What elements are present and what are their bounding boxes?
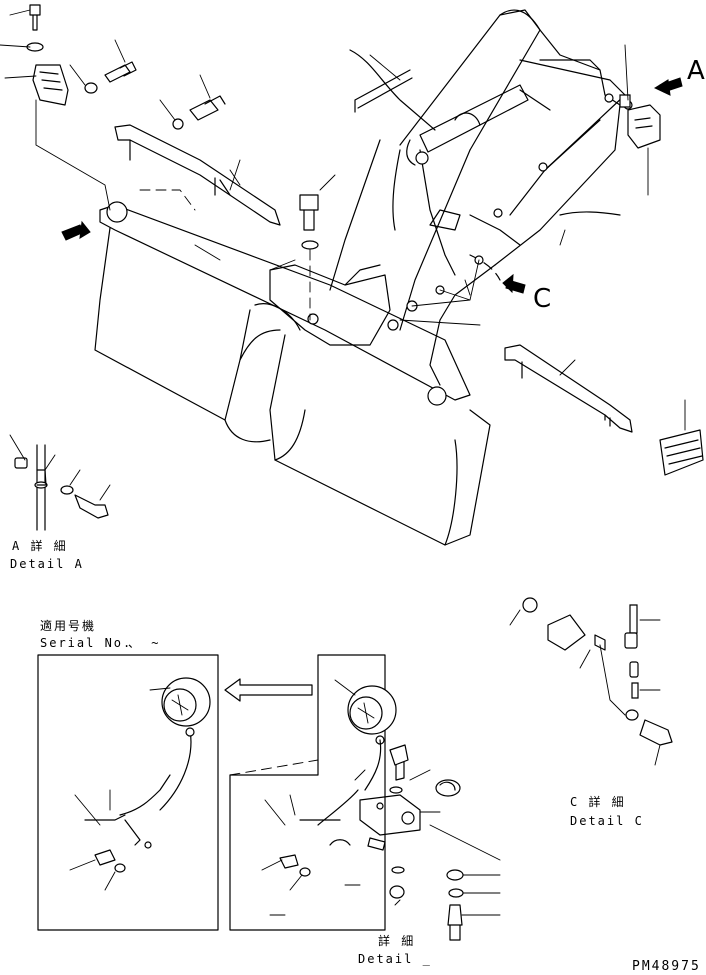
view-a-marker: A <box>687 56 705 86</box>
guard-bottom-right <box>660 400 703 475</box>
detail-bottom-title-jp: 詳 細 <box>378 934 416 948</box>
view-arrow-left <box>62 222 90 240</box>
drawing-number: PM48975 <box>632 959 701 974</box>
dash-connections <box>140 190 318 775</box>
handle-top <box>355 55 412 112</box>
bolt-center <box>300 175 335 320</box>
bolt-washer-upper <box>160 75 225 129</box>
frame-fixtures <box>412 94 632 306</box>
view-arrow-c <box>503 275 525 293</box>
detail-c-drawing <box>510 598 672 765</box>
lift-frame <box>330 10 625 385</box>
serial-title-jp: 適用号機 <box>40 619 97 633</box>
grab-rail-right <box>505 345 632 432</box>
detail-c-title-en: Detail C <box>570 814 644 828</box>
detail-bottom-title-en: Detail _ <box>358 952 432 966</box>
view-c-marker: C <box>533 284 552 314</box>
grab-rail-left <box>115 125 280 225</box>
detail-c-title-jp: C 詳 細 <box>570 795 626 809</box>
detail-a-title-jp: A 詳 細 <box>12 539 68 553</box>
dozer-blade <box>95 202 490 545</box>
detail-right-box <box>230 655 500 940</box>
serial-title-en: Serial No. <box>40 636 133 650</box>
detail-a-drawing <box>10 435 110 530</box>
leaders-main <box>195 170 565 325</box>
detail-left-box <box>38 655 218 930</box>
view-arrow-a <box>655 78 682 95</box>
arrow-to-left-box <box>225 679 312 701</box>
detail-a-title-en: Detail A <box>10 557 84 571</box>
top-left-parts <box>0 5 136 210</box>
lamp-guard-right <box>620 45 660 195</box>
serial-range: 、 ~ <box>128 636 161 650</box>
center-mount <box>270 265 417 345</box>
